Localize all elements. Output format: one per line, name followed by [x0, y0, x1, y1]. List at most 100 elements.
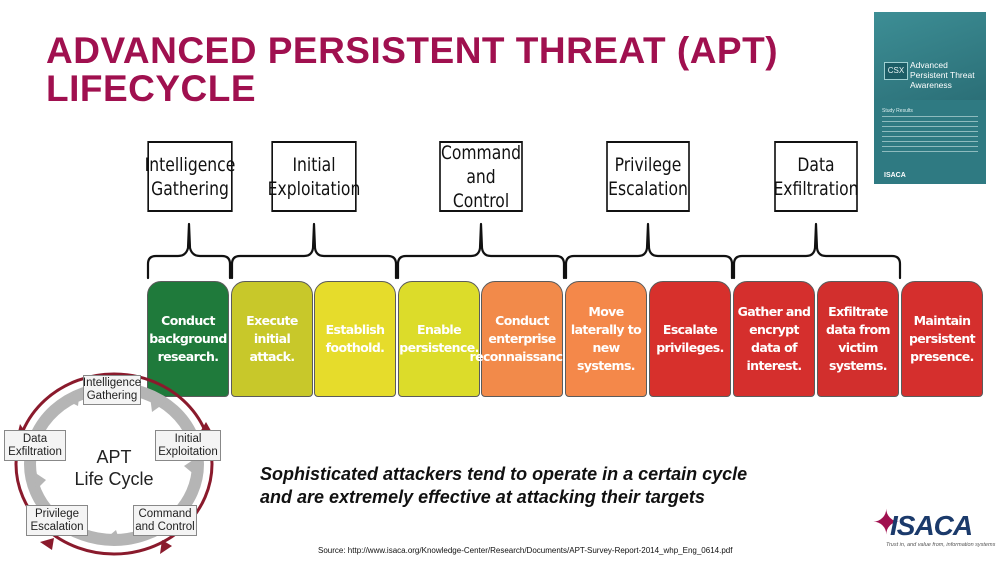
- step-text: Maintain persistent presence.: [907, 312, 977, 366]
- step-text-line: laterally to: [570, 322, 642, 337]
- step-text: Gather and encrypt data of interest.: [736, 303, 813, 375]
- phase-label-line-2: Exploitation: [267, 177, 361, 200]
- cycle-node-line-1: Command: [138, 507, 192, 520]
- cycle-outer-ring: [14, 372, 214, 556]
- brace-initial-exploitation: [230, 222, 398, 280]
- step-text-line: enterprise: [488, 331, 556, 346]
- report-cover-logo: CSX: [884, 62, 908, 80]
- step-box-conduct-background-research: Conduct background research.: [147, 281, 229, 397]
- step-text: Exfiltrate data from victim systems.: [824, 303, 892, 375]
- tagline: Sophisticated attackers tend to operate …: [260, 463, 860, 509]
- cycle-node-line-1: Initial: [174, 432, 202, 445]
- step-text-line: Gather and: [737, 304, 811, 319]
- cycle-node-line-2: Exploitation: [158, 445, 218, 458]
- report-cover-title: Advanced Persistent Threat Awareness: [910, 60, 975, 90]
- slide-title-line-1: ADVANCED PERSISTENT THREAT (APT): [46, 30, 779, 71]
- cycle-node-line-2: Gathering: [86, 390, 138, 402]
- step-text-line: persistence.: [399, 340, 479, 355]
- isaca-star-icon: ✦: [872, 504, 901, 542]
- cycle-node-line-1: Data: [22, 432, 48, 445]
- step-text-line: background: [149, 331, 227, 346]
- step-text-line: presence.: [910, 349, 974, 364]
- phase-label-line-1: Data: [797, 153, 835, 176]
- cycle-center-line-2: Life Cycle: [74, 469, 154, 489]
- step-box-escalate-privileges: Escalate privileges.: [649, 281, 731, 397]
- step-text: Conduct background research.: [147, 312, 229, 366]
- step-box-move-laterally: Move laterally to new systems.: [565, 281, 647, 397]
- step-text-line: foothold.: [325, 340, 385, 355]
- step-box-maintain-persistent-presence: Maintain persistent presence.: [901, 281, 983, 397]
- phase-label-line-2: and Control: [452, 165, 510, 212]
- report-cover-brand: ISACA: [884, 172, 906, 179]
- step-text-line: encrypt: [749, 322, 799, 337]
- step-text: Escalate privileges.: [654, 321, 726, 357]
- step-text-line: Enable: [417, 322, 462, 337]
- isaca-logo: ✦ ISACA Trust in, and value from, inform…: [872, 504, 995, 558]
- step-text-line: Conduct: [161, 313, 215, 328]
- report-cover-text-lines: [882, 116, 978, 156]
- isaca-tagline: Trust in, and value from, information sy…: [886, 542, 996, 548]
- step-text-line: Move: [588, 304, 624, 319]
- step-box-exfiltrate-data: Exfiltrate data from victim systems.: [817, 281, 899, 397]
- tagline-line-2: and are extremely effective at attacking…: [260, 487, 705, 507]
- step-text-line: privileges.: [656, 340, 724, 355]
- step-box-conduct-enterprise-reconnaissance: Conduct enterprise reconnaissance.: [470, 281, 575, 397]
- step-box-enable-persistence: Enable persistence.: [398, 281, 480, 397]
- step-box-gather-and-encrypt-data: Gather and encrypt data of interest.: [733, 281, 815, 397]
- step-text-line: data from: [826, 322, 891, 337]
- cycle-node-line-2: and Control: [135, 520, 195, 533]
- brace-data-exfiltration: [732, 222, 902, 280]
- cycle-node-line-1: Privilege: [34, 507, 80, 520]
- slide-title-line-2: LIFECYCLE: [46, 68, 257, 109]
- phase-label-line-1: Intelligence: [144, 153, 236, 176]
- source-citation: Source: http://www.isaca.org/Knowledge-C…: [318, 546, 733, 555]
- report-cover-section: Study Results: [882, 108, 913, 114]
- step-text-line: Escalate: [662, 322, 718, 337]
- cycle-node-line-2: Exfiltration: [8, 445, 62, 458]
- phase-label-line-2: Gathering: [151, 177, 229, 200]
- step-text-line: initial: [253, 331, 291, 346]
- step-text-line: Conduct: [495, 313, 549, 328]
- slide-title: ADVANCED PERSISTENT THREAT (APT) LIFECYC…: [46, 32, 846, 108]
- step-text-line: systems.: [577, 358, 636, 373]
- phase-label-line-1: Command: [440, 141, 522, 164]
- step-text-line: new: [592, 340, 620, 355]
- report-cover-header: [874, 12, 986, 100]
- step-text-line: victim: [838, 340, 878, 355]
- tagline-line-1: Sophisticated attackers tend to operate …: [260, 464, 748, 484]
- cycle-node-line-2: Escalation: [30, 520, 84, 533]
- phase-braces: [146, 222, 902, 280]
- step-text-line: Exfiltrate: [828, 304, 888, 319]
- phase-label-line-2: Escalation: [608, 177, 688, 200]
- step-text-line: systems.: [829, 358, 888, 373]
- step-text-line: interest.: [746, 358, 802, 373]
- report-cover-image: CSX Advanced Persistent Threat Awareness…: [874, 12, 986, 184]
- step-text-line: data of: [751, 340, 798, 355]
- phase-label-line-2: Exfiltration: [773, 177, 859, 200]
- step-text: Conduct enterprise reconnaissance.: [468, 312, 577, 366]
- step-text-line: research.: [157, 349, 219, 364]
- cycle-arrowheads: [34, 390, 196, 542]
- step-text-line: Maintain: [913, 313, 971, 328]
- cycle-center-label: APT Life Cycle: [66, 446, 162, 490]
- brace-command-and-control: [396, 222, 566, 280]
- isaca-wordmark: ISACA: [890, 510, 973, 541]
- cycle-node-line-1: Intelligence: [82, 377, 142, 389]
- step-text-line: Execute: [246, 313, 298, 328]
- step-text-line: reconnaissance.: [469, 349, 576, 364]
- step-text: Enable persistence.: [397, 321, 481, 357]
- step-text-line: persistent: [908, 331, 976, 346]
- brace-intelligence-gathering: [146, 222, 232, 280]
